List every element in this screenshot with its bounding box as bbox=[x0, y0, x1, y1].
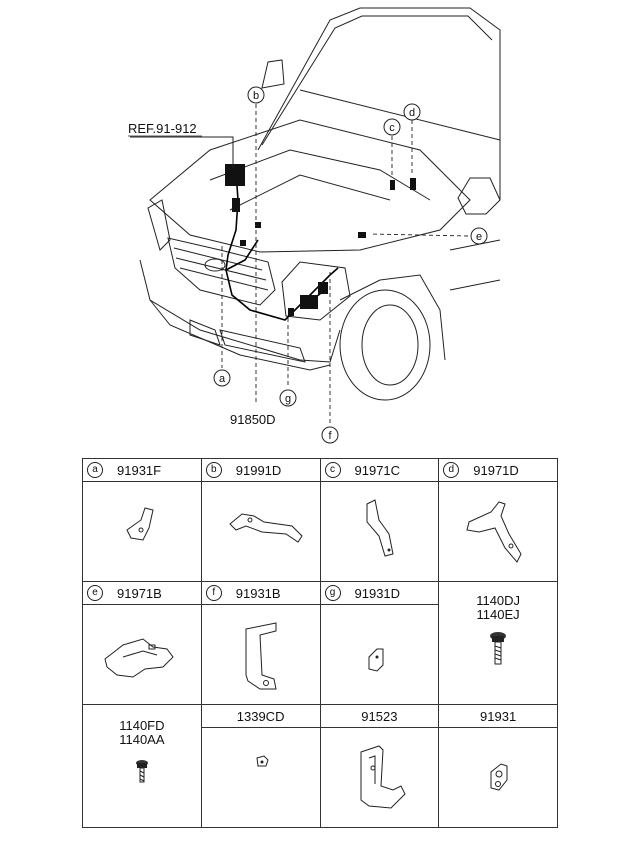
callout-f: f bbox=[321, 426, 339, 444]
callout-a: a bbox=[213, 369, 231, 387]
bolt-icon bbox=[490, 631, 507, 665]
part-header-bolt-b: 1140FD 1140AA bbox=[82, 703, 202, 829]
wheel-inner bbox=[361, 304, 419, 386]
part-code: 91931D bbox=[354, 585, 401, 601]
part-code: 91931F bbox=[117, 463, 162, 478]
svg-text:g: g bbox=[285, 393, 291, 405]
part-header-1339cd: 1339CD bbox=[200, 703, 321, 728]
part-image-g bbox=[319, 603, 440, 705]
part-code: 1339CD bbox=[236, 708, 285, 724]
mirror-left bbox=[261, 59, 285, 89]
main-part-label: 91850D bbox=[230, 412, 276, 427]
bolt-a-code-2: 1140EJ bbox=[476, 606, 520, 622]
logo bbox=[204, 258, 226, 272]
part-image-e bbox=[82, 603, 202, 705]
svg-text:a: a bbox=[219, 373, 226, 385]
lower-grille bbox=[219, 329, 306, 363]
part-image-d bbox=[438, 480, 558, 582]
grille bbox=[167, 237, 276, 306]
part-code: 91991D bbox=[235, 463, 282, 478]
svg-text:d: d bbox=[409, 107, 415, 119]
callout-d: d bbox=[403, 103, 421, 121]
part-image-c bbox=[319, 480, 440, 582]
wheel-outer bbox=[339, 289, 431, 401]
bolt-a-code-1: 1140DJ bbox=[476, 592, 521, 608]
svg-text:c: c bbox=[389, 122, 395, 134]
bolt-b-code-2: 1140AA bbox=[119, 731, 165, 747]
callout-b: b bbox=[247, 86, 265, 104]
part-code: 91971B bbox=[117, 585, 162, 601]
part-image-1339cd bbox=[200, 726, 321, 829]
part-code: 91971D bbox=[473, 463, 519, 478]
windshield-outline bbox=[257, 7, 501, 200]
part-header-bolt-a: 1140DJ 1140EJ bbox=[438, 580, 558, 705]
callout-c: c bbox=[383, 118, 401, 136]
svg-text:f: f bbox=[328, 430, 332, 442]
vehicle-wiring-diagram: REF.91-912 91850D b c d e a g f bbox=[128, 7, 501, 444]
part-image-a bbox=[82, 480, 202, 582]
junction-block bbox=[225, 164, 245, 186]
part-image-b bbox=[200, 480, 321, 582]
headlight-right bbox=[281, 261, 351, 321]
bolt-icon bbox=[136, 759, 148, 783]
svg-text:b: b bbox=[253, 90, 259, 102]
ref-label: REF.91-912 bbox=[128, 121, 197, 136]
part-code: 91931B bbox=[235, 585, 281, 601]
part-header-91931: 91931 bbox=[438, 703, 558, 728]
bolt-b-code-1: 1140FD bbox=[119, 717, 165, 733]
callout-g: g bbox=[279, 389, 297, 407]
part-image-91523 bbox=[319, 726, 440, 829]
part-image-f bbox=[200, 603, 321, 705]
part-header-91523: 91523 bbox=[319, 703, 440, 728]
hood-outline bbox=[149, 119, 471, 253]
part-code: 91523 bbox=[361, 708, 398, 724]
part-code: 91971C bbox=[354, 463, 401, 478]
front-bumper bbox=[139, 259, 341, 363]
mirror-right bbox=[457, 177, 501, 215]
callout-e: e bbox=[470, 227, 488, 245]
svg-text:e: e bbox=[476, 231, 482, 243]
part-code: 91931 bbox=[480, 708, 517, 724]
headlight-left bbox=[147, 199, 171, 251]
part-image-91931 bbox=[438, 726, 558, 829]
wiring-harness bbox=[225, 171, 339, 321]
fender bbox=[339, 274, 446, 361]
